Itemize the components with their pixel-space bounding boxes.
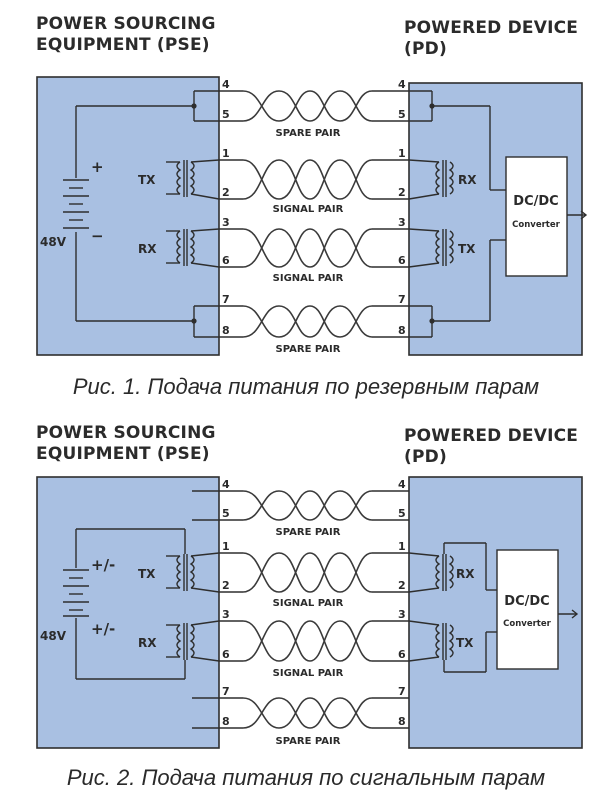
voltage-label: 48V [40, 629, 67, 643]
poe-diagram-spare-pairs: 4 5 1 2 3 6 7 8 4 5 1 2 3 6 7 8 SPARE PA… [36, 76, 588, 356]
twisted-pairs [242, 490, 373, 729]
pse-pin-3: 3 [222, 216, 230, 229]
pse-pin-3: 3 [222, 608, 230, 621]
pse-pin-2: 2 [222, 186, 230, 199]
battery-polarity-bottom: +/- [91, 620, 115, 638]
pse-title-line1: POWER SOURCING [36, 423, 216, 443]
pd-pin-8: 8 [398, 324, 406, 337]
pse-pin-8: 8 [222, 324, 230, 337]
pd-pin-4: 4 [398, 478, 406, 491]
pse-pin-6: 6 [222, 648, 230, 661]
battery-plus: + [91, 158, 104, 176]
pd-tx-label: TX [458, 242, 476, 256]
caption-figure-1: Рис. 1. Подача питания по резервным пара… [72, 374, 540, 399]
pd-pin-3: 3 [398, 216, 406, 229]
pse-title-line2: EQUIPMENT (PSE) [36, 444, 210, 464]
pd-pin-2: 2 [398, 186, 406, 199]
pd-pin-5: 5 [398, 507, 406, 520]
pd-pin-2: 2 [398, 579, 406, 592]
pd-title-line1: POWERED DEVICE [404, 18, 579, 38]
pse-tx-label: TX [138, 173, 156, 187]
pse-pin-lines [193, 90, 433, 338]
pse-pin-7: 7 [222, 293, 230, 306]
converter-label: Converter [503, 619, 551, 629]
pse-transformers [63, 528, 220, 680]
junction-dot [191, 103, 197, 109]
pse-pin-6: 6 [222, 254, 230, 267]
pse-pin-5: 5 [222, 507, 230, 520]
pd-rx-label: RX [458, 173, 477, 187]
pair-label-signal-2: SIGNAL PAIR [273, 668, 344, 679]
junction-dot [429, 318, 435, 324]
battery-minus: − [91, 227, 104, 245]
pse-rx-label: RX [138, 636, 157, 650]
pse-pin-4: 4 [222, 78, 230, 91]
pair-label-spare-1: SPARE PAIR [276, 527, 341, 538]
dcdc-converter-box [496, 549, 559, 670]
pse-pin-5: 5 [222, 108, 230, 121]
poe-diagram-signal-pairs: 4 5 1 2 3 6 7 8 4 5 1 2 3 6 7 8 SPARE PA… [36, 476, 583, 749]
pse-title-line2: EQUIPMENT (PSE) [36, 35, 210, 55]
pin-lines [192, 490, 409, 729]
pd-pin-1: 1 [398, 147, 406, 160]
dcdc-label: DC/DC [504, 594, 549, 609]
pd-transformers [408, 105, 588, 322]
pse-title-2: POWER SOURCING EQUIPMENT (PSE) [36, 423, 216, 465]
pd-pin-1: 1 [398, 540, 406, 553]
caption-figure-2: Рис. 2. Подача питания по сигнальным пар… [66, 765, 546, 790]
pse-pin-1: 1 [222, 147, 230, 160]
pse-box [36, 476, 220, 749]
dcdc-label: DC/DC [513, 194, 558, 209]
converter-label: Converter [512, 220, 560, 230]
pd-pin-6: 6 [398, 254, 406, 267]
pair-label-spare-2: SPARE PAIR [276, 344, 341, 355]
pair-label-signal-2: SIGNAL PAIR [273, 273, 344, 284]
pd-pin-4: 4 [398, 78, 406, 91]
pse-transformers [63, 105, 220, 322]
dcdc-converter-box [505, 156, 568, 277]
pd-pin-5: 5 [398, 108, 406, 121]
junction-dot [429, 103, 435, 109]
pair-label-signal-1: SIGNAL PAIR [273, 204, 344, 215]
pair-label-signal-1: SIGNAL PAIR [273, 598, 344, 609]
voltage-label: 48V [40, 235, 67, 249]
junction-dot [191, 318, 197, 324]
pd-rx-label: RX [456, 567, 475, 581]
pd-title-line2: (PD) [404, 39, 447, 59]
pse-pin-7: 7 [222, 685, 230, 698]
pd-title-1: POWERED DEVICE (PD) [404, 18, 578, 60]
pd-transformers [408, 542, 579, 673]
pse-pin-4: 4 [222, 478, 230, 491]
pse-pin-2: 2 [222, 579, 230, 592]
pse-title-line1: POWER SOURCING [36, 14, 216, 34]
pse-pin-1: 1 [222, 540, 230, 553]
pd-pin-3: 3 [398, 608, 406, 621]
pd-pin-6: 6 [398, 648, 406, 661]
pse-box [36, 76, 220, 356]
pd-title-2: POWERED DEVICE (PD) [404, 426, 578, 468]
pd-pin-7: 7 [398, 293, 406, 306]
battery-polarity-top: +/- [91, 556, 115, 574]
pair-label-spare-1: SPARE PAIR [276, 128, 341, 139]
pd-pin-8: 8 [398, 715, 406, 728]
pair-label-spare-2: SPARE PAIR [276, 736, 341, 747]
pse-pin-8: 8 [222, 715, 230, 728]
pd-tx-label: TX [456, 636, 474, 650]
pd-title-line1: POWERED DEVICE [404, 426, 579, 446]
pse-title-1: POWER SOURCING EQUIPMENT (PSE) [36, 14, 216, 56]
pse-rx-label: RX [138, 242, 157, 256]
pd-title-line2: (PD) [404, 447, 447, 467]
pd-pin-7: 7 [398, 685, 406, 698]
twisted-pairs [242, 90, 373, 338]
pse-tx-label: TX [138, 567, 156, 581]
